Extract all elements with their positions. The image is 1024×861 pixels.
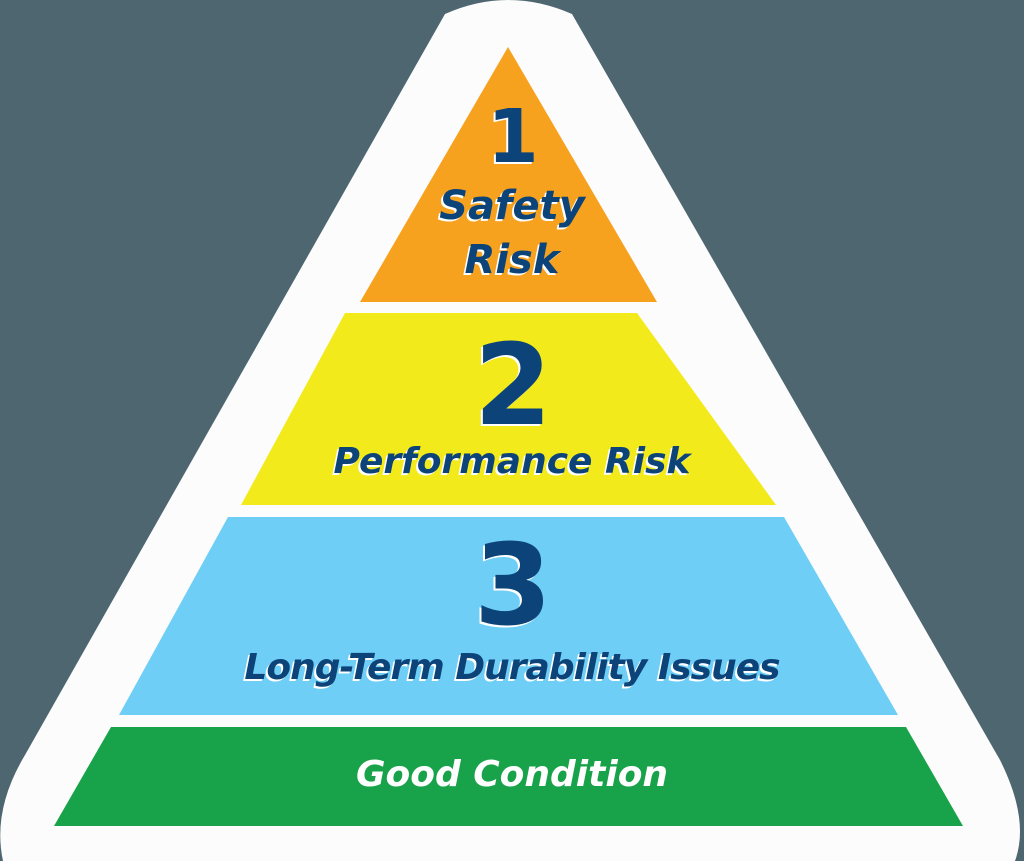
level-1-label-line1: Safety <box>439 183 585 229</box>
level-3-durability-issues-shape <box>119 517 898 715</box>
level-2-label: Performance Risk <box>333 441 691 482</box>
level-4-good-condition-shape <box>54 727 963 826</box>
level-3-rank-number: 3 <box>474 521 552 651</box>
level-4-label: Good Condition <box>355 754 669 795</box>
level-1-safety-risk-shape <box>360 47 657 302</box>
level-2-rank-number: 2 <box>474 321 552 451</box>
level-2-performance-risk-shape <box>241 313 776 505</box>
level-3-label: Long-Term Durability Issues <box>244 647 780 688</box>
level-1-rank-number: 1 <box>487 94 539 180</box>
level-1-label-line2: Risk <box>464 237 560 283</box>
